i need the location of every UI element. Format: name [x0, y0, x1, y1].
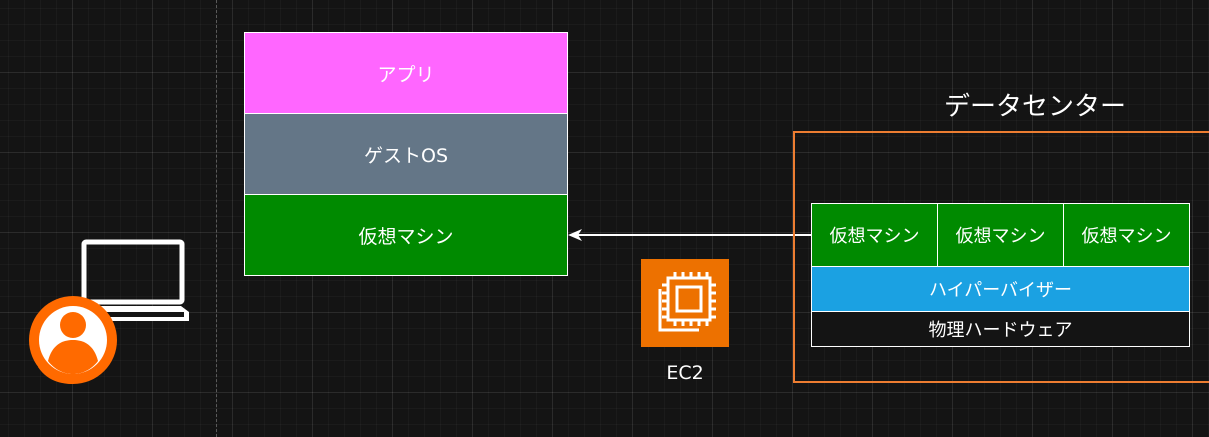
- arrow-connector[interactable]: [568, 225, 812, 245]
- datacenter-vm-2[interactable]: 仮想マシン: [937, 203, 1064, 267]
- datacenter-vm-label: 仮想マシン: [955, 226, 1046, 247]
- datacenter-vm-1[interactable]: 仮想マシン: [811, 203, 938, 267]
- datacenter-vm-label: 仮想マシン: [829, 226, 920, 247]
- datacenter-boundary[interactable]: [793, 131, 1209, 383]
- virtual-machine-layer[interactable]: 仮想マシン: [244, 194, 568, 276]
- hypervisor-layer[interactable]: ハイパーバイザー: [811, 266, 1190, 312]
- datacenter-vm-label: 仮想マシン: [1081, 226, 1172, 247]
- dashed-divider: [216, 0, 217, 437]
- physical-hardware-layer[interactable]: 物理ハードウェア: [811, 311, 1190, 347]
- vm-stack: アプリ ゲストOS 仮想マシン: [244, 32, 568, 276]
- datacenter-stack: 仮想マシン 仮想マシン 仮想マシン ハイパーバイザー 物理ハードウェア: [811, 203, 1190, 347]
- app-layer[interactable]: アプリ: [244, 32, 568, 114]
- ec2-label: EC2: [666, 362, 704, 384]
- app-layer-label: アプリ: [377, 63, 435, 86]
- guest-os-layer-label: ゲストOS: [363, 144, 449, 167]
- hypervisor-label: ハイパーバイザー: [928, 280, 1073, 301]
- ec2-icon[interactable]: [641, 259, 729, 347]
- datacenter-title: データセンター: [943, 92, 1126, 122]
- ec2-chip-icon: [658, 272, 716, 332]
- arrow-head: [568, 229, 582, 241]
- guest-os-layer[interactable]: ゲストOS: [244, 113, 568, 195]
- virtual-machine-layer-label: 仮想マシン: [358, 225, 454, 248]
- user-icon[interactable]: [28, 295, 118, 385]
- datacenter-vm-3[interactable]: 仮想マシン: [1063, 203, 1190, 267]
- datacenter-vm-row: 仮想マシン 仮想マシン 仮想マシン: [811, 203, 1190, 267]
- physical-hardware-label: 物理ハードウェア: [928, 320, 1073, 341]
